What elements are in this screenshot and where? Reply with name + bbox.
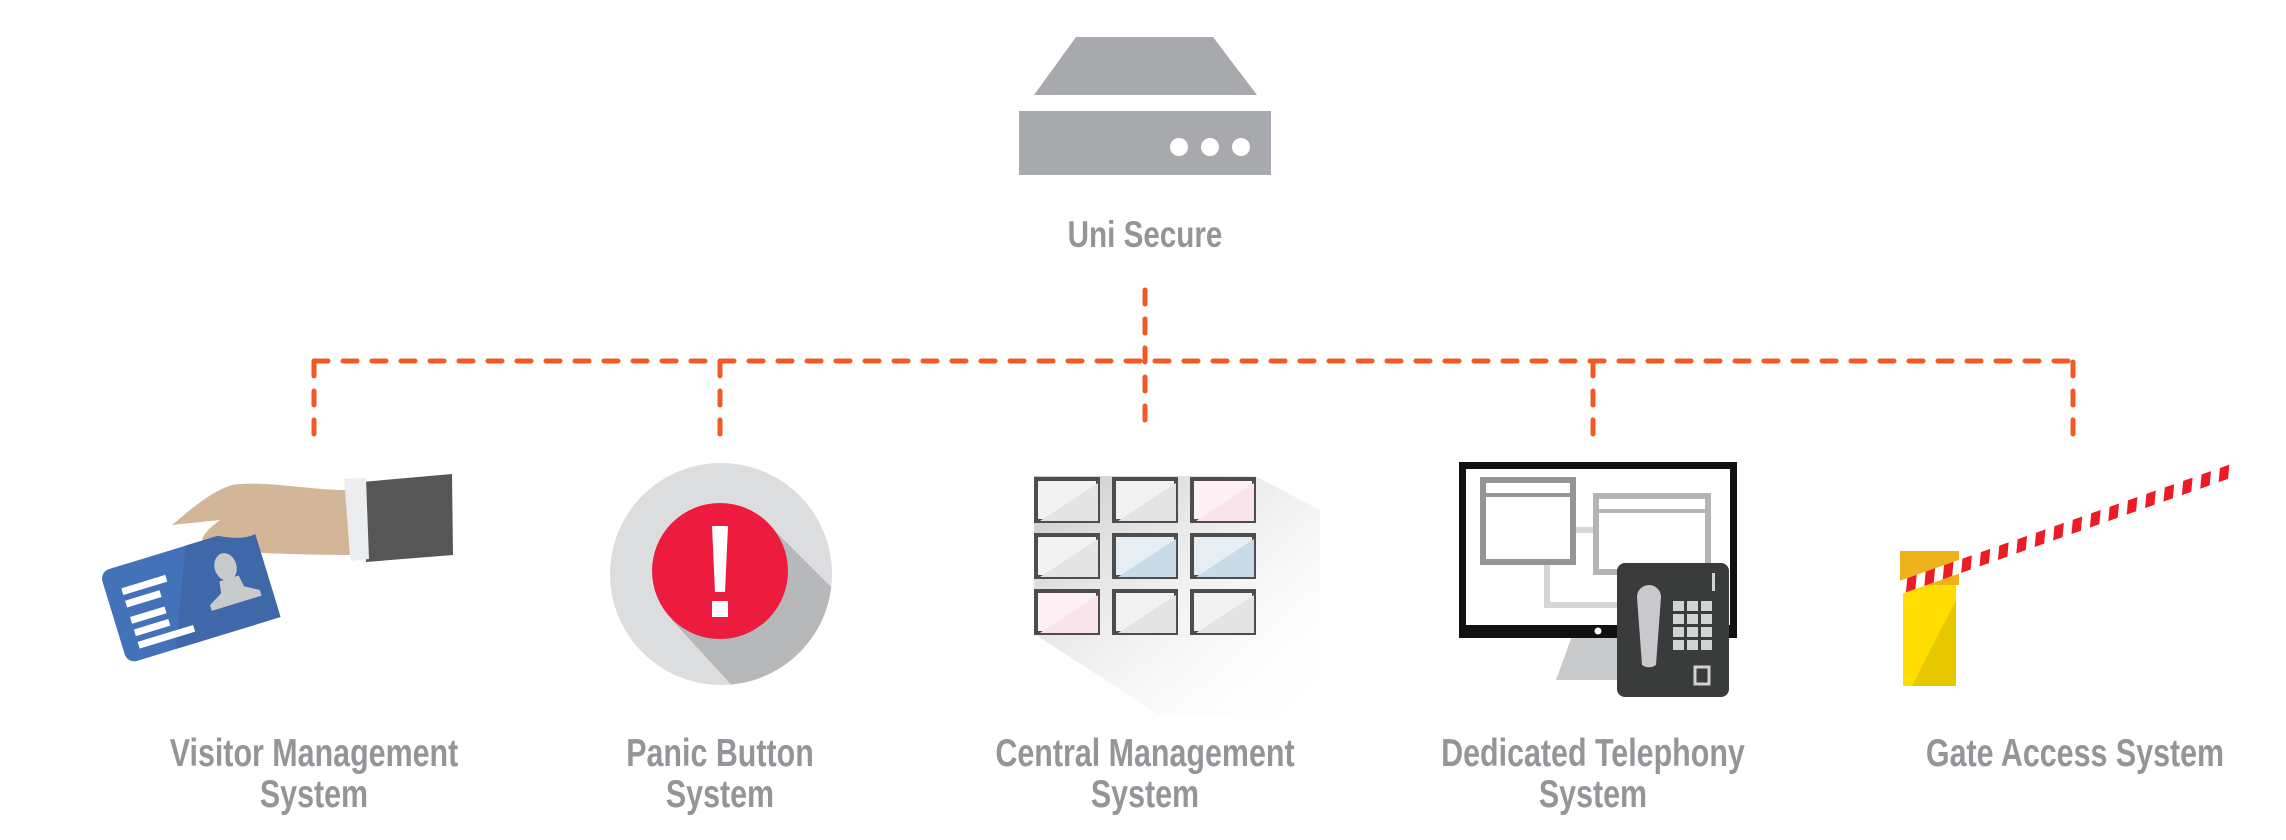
video-screen-shade — [1040, 483, 1098, 521]
system-label-panic: Panic Button System — [626, 733, 814, 815]
barrier-stripe — [2163, 484, 2175, 502]
boom-barrier-icon — [1897, 464, 2235, 686]
video-screen-shade — [1040, 595, 1098, 633]
barrier-stripe — [1942, 561, 1954, 580]
system-label-gate: Gate Access System — [1926, 733, 2224, 774]
video-screen-shade — [1118, 539, 1176, 577]
system-label-line2: System — [1090, 773, 1200, 816]
id-card-hand-icon — [102, 474, 453, 662]
panic-button-icon — [610, 463, 832, 685]
barrier-stripe — [1979, 548, 1991, 567]
system-label-line1: Gate Access System — [1925, 732, 2225, 775]
video-screen-shade — [1196, 539, 1254, 577]
keypad — [1673, 601, 1712, 650]
barrier-stripe — [2108, 503, 2120, 522]
system-label-line2: System — [1538, 773, 1648, 816]
barrier-stripe — [1961, 555, 1972, 573]
barrier-stripe — [2200, 471, 2211, 489]
system-label-line1: Central Management — [995, 732, 1295, 775]
video-screen-shade — [1118, 595, 1176, 633]
barrier-stripe — [2181, 477, 2193, 496]
barrier-stripe — [2034, 529, 2046, 547]
barrier-stripe — [2071, 516, 2083, 535]
video-wall-icon — [1034, 476, 1320, 720]
barrier-stripe — [2089, 509, 2101, 528]
video-screen-shade — [1118, 483, 1176, 521]
system-label-line1: Dedicated Telephony — [1441, 732, 1745, 775]
barrier-stripe — [2126, 497, 2138, 515]
hub-label: Uni Secure — [1067, 214, 1223, 255]
barrier-stripe — [2218, 464, 2230, 483]
system-label-telephony: Dedicated Telephony System — [1441, 733, 1745, 815]
barrier-stripe — [1905, 574, 1917, 593]
connector-lines — [311, 287, 2076, 437]
video-screen-shade — [1040, 539, 1098, 577]
server-icon — [1019, 37, 1271, 175]
barrier-stripe — [1997, 542, 2009, 560]
system-label-central: Central Management System — [995, 733, 1294, 815]
video-screen-shade — [1196, 595, 1254, 633]
barrier-stripe — [2016, 535, 2028, 554]
barrier-stripe — [2053, 522, 2064, 541]
system-label-line1: Visitor Management — [169, 732, 459, 775]
system-label-line1: Panic Button — [626, 732, 814, 775]
system-label-line2: System — [259, 773, 369, 816]
system-label-visitor: Visitor Management System — [170, 733, 459, 815]
monitor-telephone-icon — [1459, 462, 1737, 697]
barrier-stripe — [2145, 490, 2156, 509]
barrier-stripe — [1924, 568, 1936, 586]
video-screen-shade — [1196, 483, 1254, 521]
system-label-line2: System — [665, 773, 775, 816]
